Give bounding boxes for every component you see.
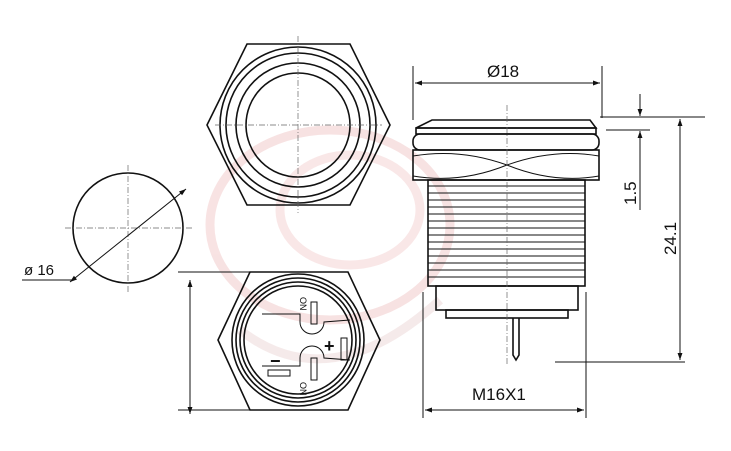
bottom-view: ON ON + − xyxy=(178,271,381,414)
watermark-logo xyxy=(205,125,455,364)
dimension-lines: Ø18 1.5 24.1 M16X1 xyxy=(412,62,705,418)
plus-label: + xyxy=(324,336,335,356)
side-view xyxy=(412,105,600,365)
face-diameter-label: ø 16 xyxy=(24,262,54,279)
bottom-on-label: ON xyxy=(298,382,308,396)
top-view xyxy=(206,36,391,213)
total-length-label: 24.1 xyxy=(661,222,680,255)
head-diameter-label: Ø18 xyxy=(487,62,519,81)
thread-label: M16X1 xyxy=(472,385,526,404)
minus-label: − xyxy=(270,351,281,371)
top-on-label: ON xyxy=(298,297,308,311)
head-height-label: 1.5 xyxy=(621,181,640,205)
face-circle-view: ø 16 xyxy=(22,165,192,292)
